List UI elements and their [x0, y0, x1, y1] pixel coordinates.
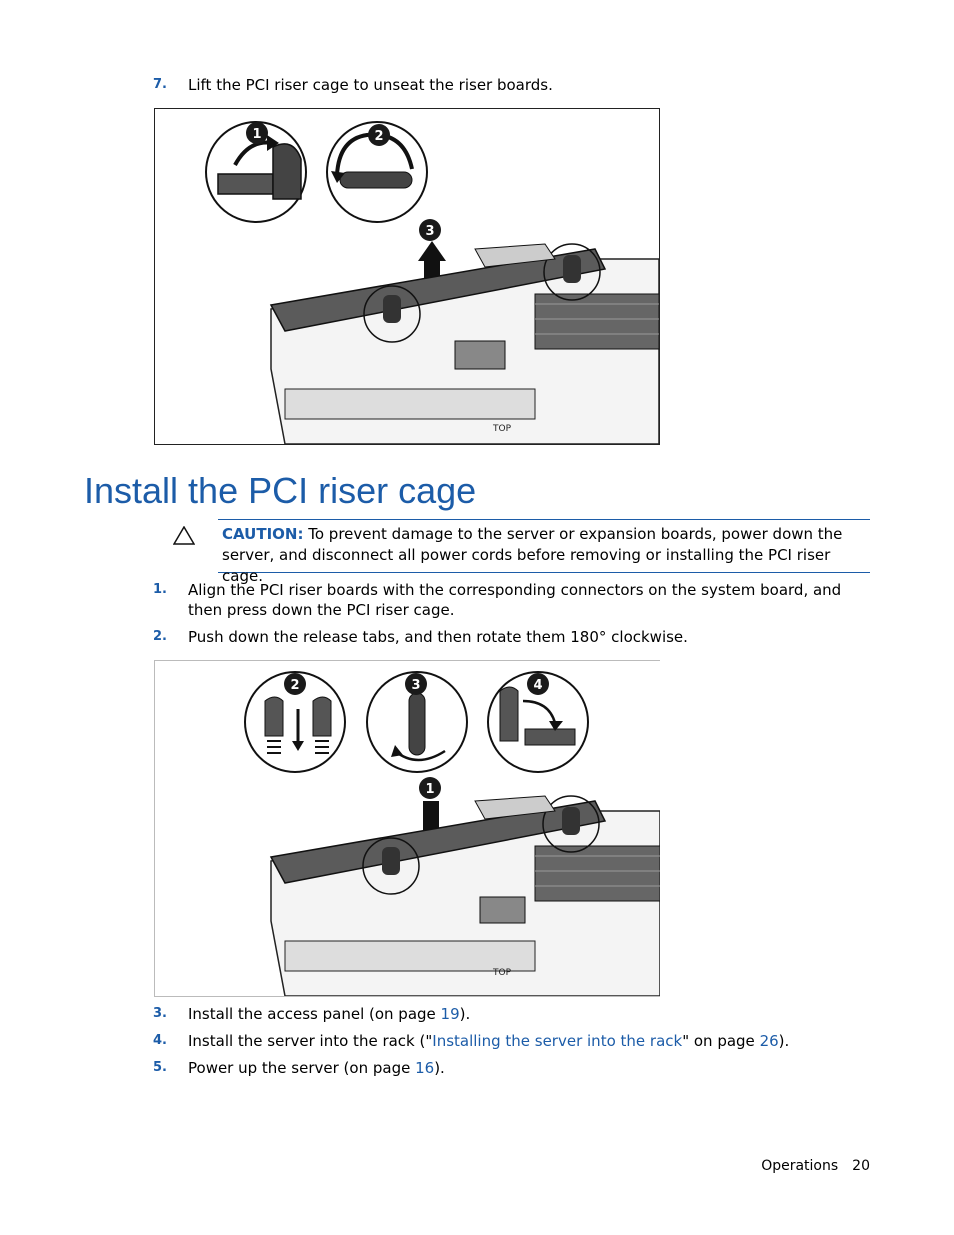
- step-text: Push down the release tabs, and then rot…: [188, 628, 688, 646]
- step-text: Power up the server (on page 16).: [188, 1058, 873, 1078]
- step-text-post: ).: [778, 1032, 790, 1050]
- page-footer: Operations 20: [747, 1158, 870, 1174]
- step-text: Align the PCI riser boards with the corr…: [188, 581, 842, 619]
- step-text: Install the server into the rack ("Insta…: [188, 1031, 873, 1051]
- step-text-pre: Install the server into the rack (": [188, 1032, 433, 1050]
- callout-number: 4: [533, 678, 542, 693]
- caution-message: CAUTION: To prevent damage to the server…: [222, 524, 870, 587]
- callout-number: 3: [411, 678, 420, 693]
- step-number: 3.: [153, 1006, 167, 1021]
- callout-badge: [419, 219, 441, 241]
- step-text-post: ).: [434, 1059, 445, 1077]
- step-text-pre: Install the access panel (on page: [188, 1005, 441, 1023]
- step-text: Install the access panel (on page 19).: [188, 1004, 873, 1024]
- caution-icon: [172, 525, 196, 549]
- callout-badge: [284, 673, 306, 695]
- callout-number: 3: [425, 224, 434, 239]
- footer-section: Operations: [761, 1158, 839, 1174]
- callout-number: 1: [425, 782, 434, 797]
- figure-install-riser-cage: 2 3 4 1 TOP: [154, 660, 660, 997]
- callout-badge: [246, 122, 268, 144]
- step-number: 1.: [153, 582, 167, 597]
- step-text: Lift the PCI riser cage to unseat the ri…: [188, 76, 553, 94]
- callout-number: 2: [374, 129, 383, 144]
- caution-text: To prevent damage to the server or expan…: [222, 525, 843, 585]
- top-label: TOP: [492, 968, 512, 978]
- callout-badge: [368, 124, 390, 146]
- step-number: 4.: [153, 1033, 167, 1048]
- step-number: 5.: [153, 1060, 167, 1075]
- footer-page-number: 20: [852, 1158, 870, 1174]
- riser-cage-illustration-remove: 1 2 3 TOP: [205, 121, 659, 444]
- callout-badge: [527, 673, 549, 695]
- section-link[interactable]: Installing the server into the rack: [432, 1032, 683, 1050]
- page-link[interactable]: 19: [440, 1005, 460, 1023]
- callout-number: 1: [252, 127, 261, 142]
- callout-number: 2: [290, 678, 299, 693]
- caution-box: CAUTION: To prevent damage to the server…: [218, 519, 870, 585]
- riser-cage-illustration-install: 2 3 4 1 TOP: [244, 671, 660, 996]
- step-number: 2.: [153, 629, 167, 644]
- callout-badge: [405, 673, 427, 695]
- step-text-mid: " on page: [682, 1032, 760, 1050]
- callout-badge: [419, 777, 441, 799]
- caution-label: CAUTION:: [222, 525, 304, 543]
- step-text-post: ).: [459, 1005, 471, 1023]
- page-link[interactable]: 16: [415, 1059, 435, 1077]
- figure-remove-riser-cage: 1 2 3 TOP: [154, 108, 660, 445]
- section-heading: Install the PCI riser cage: [84, 470, 477, 511]
- page-link[interactable]: 26: [759, 1032, 779, 1050]
- top-label: TOP: [492, 424, 512, 434]
- step-text-pre: Power up the server (on page: [188, 1059, 416, 1077]
- step-number: 7.: [153, 77, 167, 92]
